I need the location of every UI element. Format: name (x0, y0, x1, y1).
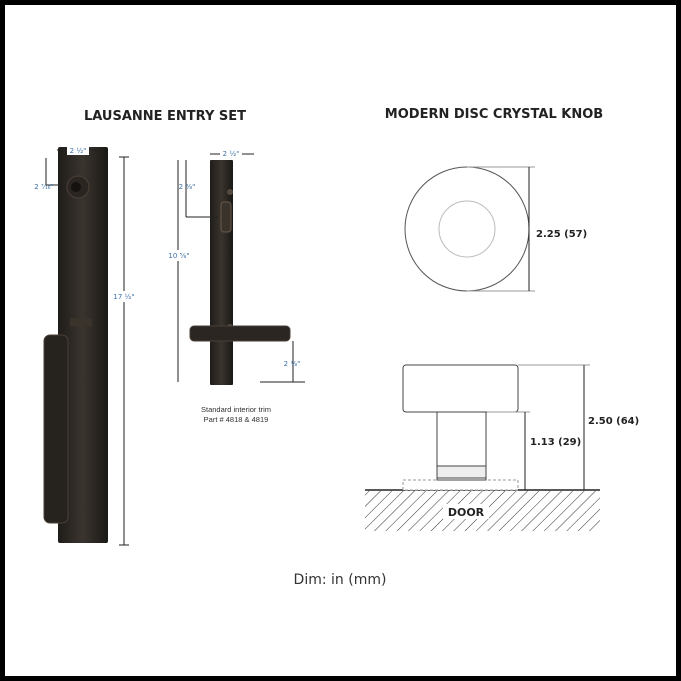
knob-side-view (365, 364, 600, 531)
trim-caption-line2: Part # 4818 & 4819 (204, 415, 269, 424)
trim-caption-line1: Standard interior trim (201, 405, 271, 414)
knob-front-view (404, 166, 535, 292)
entry-width-dim: 2 ½" (70, 147, 87, 155)
trim-width-dim: 2 ½" (223, 150, 240, 158)
entry-handleset-drawing (43, 147, 108, 543)
interior-trim-dimensions (177, 153, 305, 383)
knob-diameter-dim: 2.25 (57) (536, 229, 587, 240)
entry-set-title: LAUSANNE ENTRY SET (84, 109, 246, 124)
knob-title: MODERN DISC CRYSTAL KNOB (385, 107, 603, 122)
entry-backset-dim: 2 ⁷⁄₁₆" (34, 183, 54, 191)
knob-stem-dim: 1.13 (29) (530, 437, 581, 448)
interior-trim-drawing (189, 160, 291, 385)
knob-projection-dim: 2.50 (64) (588, 416, 639, 427)
door-label: DOOR (448, 506, 485, 519)
trim-top-dim: 2 ⅜" (179, 183, 196, 191)
units-note: Dim: in (mm) (294, 572, 387, 588)
trim-height-dim: 10 ⅝" (168, 252, 189, 260)
trim-bottom-dim: 2 ⅜" (284, 360, 301, 368)
entry-height-dim: 17 ½" (113, 293, 134, 301)
